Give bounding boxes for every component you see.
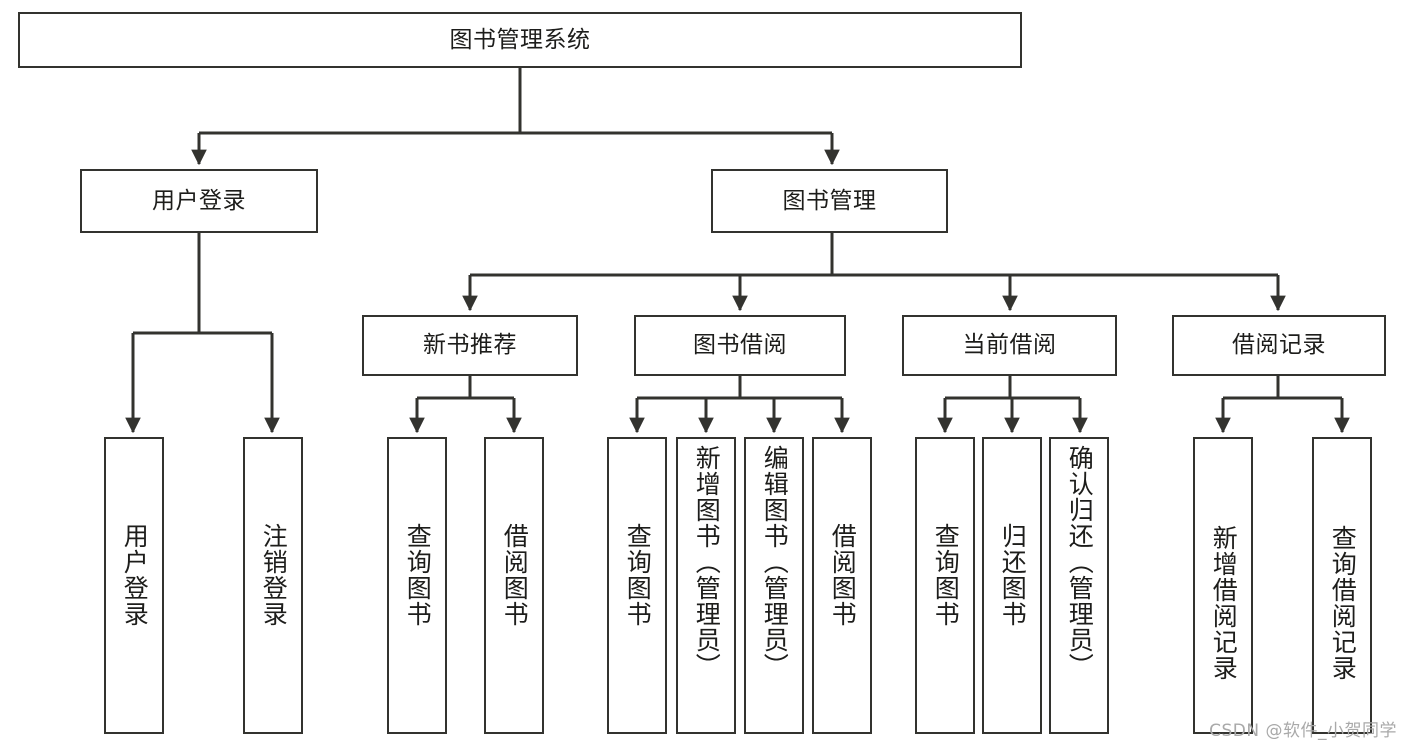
leaf-new-book-borrow-book[interactable]: 借阅图书	[484, 437, 544, 734]
node-label: 借阅记录	[1232, 332, 1326, 358]
leaf-book-borrow-edit-book-admin[interactable]: 编辑图书（管理员）	[744, 437, 804, 734]
leaf-book-borrow-borrow-book[interactable]: 借阅图书	[812, 437, 872, 734]
node-label: 图书借阅	[693, 332, 787, 358]
node-current-borrow[interactable]: 当前借阅	[902, 315, 1117, 376]
node-label: 新书推荐	[423, 332, 517, 358]
node-book-management[interactable]: 图书管理	[711, 169, 948, 233]
csdn-watermark: CSDN @软件_小贺同学	[1209, 721, 1397, 741]
leaf-borrow-record-query-record[interactable]: 查询借阅记录	[1312, 437, 1372, 734]
node-label: 查询图书	[931, 523, 961, 627]
leaf-new-book-query-book[interactable]: 查询图书	[387, 437, 447, 734]
leaf-current-borrow-query-book[interactable]: 查询图书	[915, 437, 975, 734]
node-root-book-management-system[interactable]: 图书管理系统	[18, 12, 1022, 68]
leaf-user-login-login[interactable]: 用户登录	[104, 437, 164, 734]
leaf-borrow-record-add-record[interactable]: 新增借阅记录	[1193, 437, 1253, 734]
node-book-borrow[interactable]: 图书借阅	[634, 315, 846, 376]
node-label: 当前借阅	[962, 332, 1057, 358]
node-label: 用户登录	[152, 187, 246, 214]
leaf-current-borrow-return-book[interactable]: 归还图书	[982, 437, 1042, 734]
node-label: 新增图书（管理员）	[692, 445, 722, 679]
node-label: 借阅图书	[828, 523, 858, 627]
node-label: 查询图书	[403, 523, 433, 627]
node-new-book-recommend[interactable]: 新书推荐	[362, 315, 578, 376]
leaf-book-borrow-query-book[interactable]: 查询图书	[607, 437, 667, 734]
leaf-current-borrow-confirm-return-admin[interactable]: 确认归还（管理员）	[1049, 437, 1109, 734]
node-user-login[interactable]: 用户登录	[80, 169, 318, 233]
node-label: 确认归还（管理员）	[1065, 445, 1095, 679]
node-label: 查询借阅记录	[1328, 525, 1358, 681]
node-label: 新增借阅记录	[1209, 525, 1239, 681]
node-label: 查询图书	[623, 523, 653, 627]
node-label: 用户登录	[120, 523, 150, 627]
node-label: 归还图书	[998, 523, 1028, 627]
node-label: 借阅图书	[500, 523, 530, 627]
node-label: 图书管理系统	[449, 26, 591, 53]
node-borrow-record[interactable]: 借阅记录	[1172, 315, 1386, 376]
node-label: 图书管理	[782, 187, 877, 214]
node-label: 编辑图书（管理员）	[760, 445, 790, 679]
node-label: 注销登录	[259, 523, 289, 627]
leaf-book-borrow-add-book-admin[interactable]: 新增图书（管理员）	[676, 437, 736, 734]
leaf-user-login-logout[interactable]: 注销登录	[243, 437, 303, 734]
